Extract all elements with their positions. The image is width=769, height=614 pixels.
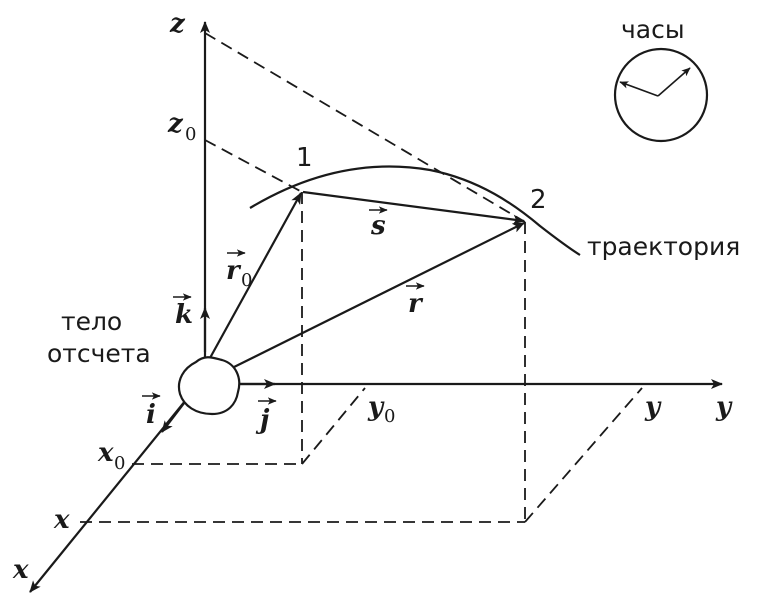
clock-hand-long <box>657 67 691 97</box>
reference-body <box>177 356 241 416</box>
y-axis-label: y <box>715 392 733 422</box>
dashed-z0-to-point1 <box>204 139 303 193</box>
dashed-y0-diagonal <box>301 387 366 465</box>
vector-r <box>227 222 525 371</box>
vector-r0 <box>209 192 302 359</box>
y0-sub: 0 <box>384 406 395 427</box>
trajectory-label: траектория <box>587 232 740 261</box>
x-axis-label: x <box>12 555 29 585</box>
unit-vector-i <box>161 397 189 433</box>
x-axis <box>29 394 191 593</box>
z-axis-label: z <box>169 9 186 39</box>
point-1-label: 1 <box>296 143 313 173</box>
z0-sub: 0 <box>185 124 196 145</box>
unit-j-label: j <box>255 405 270 435</box>
unit-k-label: k <box>175 300 193 330</box>
unit-i-label: i <box>146 400 156 430</box>
vector-r0-sub: 0 <box>241 270 252 291</box>
x0-sub: 0 <box>114 453 125 474</box>
trajectory-curve <box>249 165 581 256</box>
clock-face <box>613 47 709 143</box>
reference-body-label-2: отсчета <box>47 339 151 368</box>
clock-label: часы <box>621 15 685 44</box>
dashed-z-top-to-point2 <box>204 32 526 223</box>
vector-r0-label: r <box>226 256 242 286</box>
x0-label: x <box>97 438 114 468</box>
y-mark-label: y <box>644 392 662 422</box>
clock-hand-short <box>619 81 659 97</box>
vector-s <box>302 190 525 225</box>
point-2-label: 2 <box>530 185 547 215</box>
y0-label: y <box>367 392 385 422</box>
x-mark-label: x <box>53 505 70 535</box>
dashed-y-diagonal <box>524 387 643 523</box>
z0-label: z <box>167 109 184 139</box>
vector-s-label: s <box>370 211 386 241</box>
reference-body-label-1: тело <box>61 307 122 336</box>
vector-r-label: r <box>408 289 424 319</box>
